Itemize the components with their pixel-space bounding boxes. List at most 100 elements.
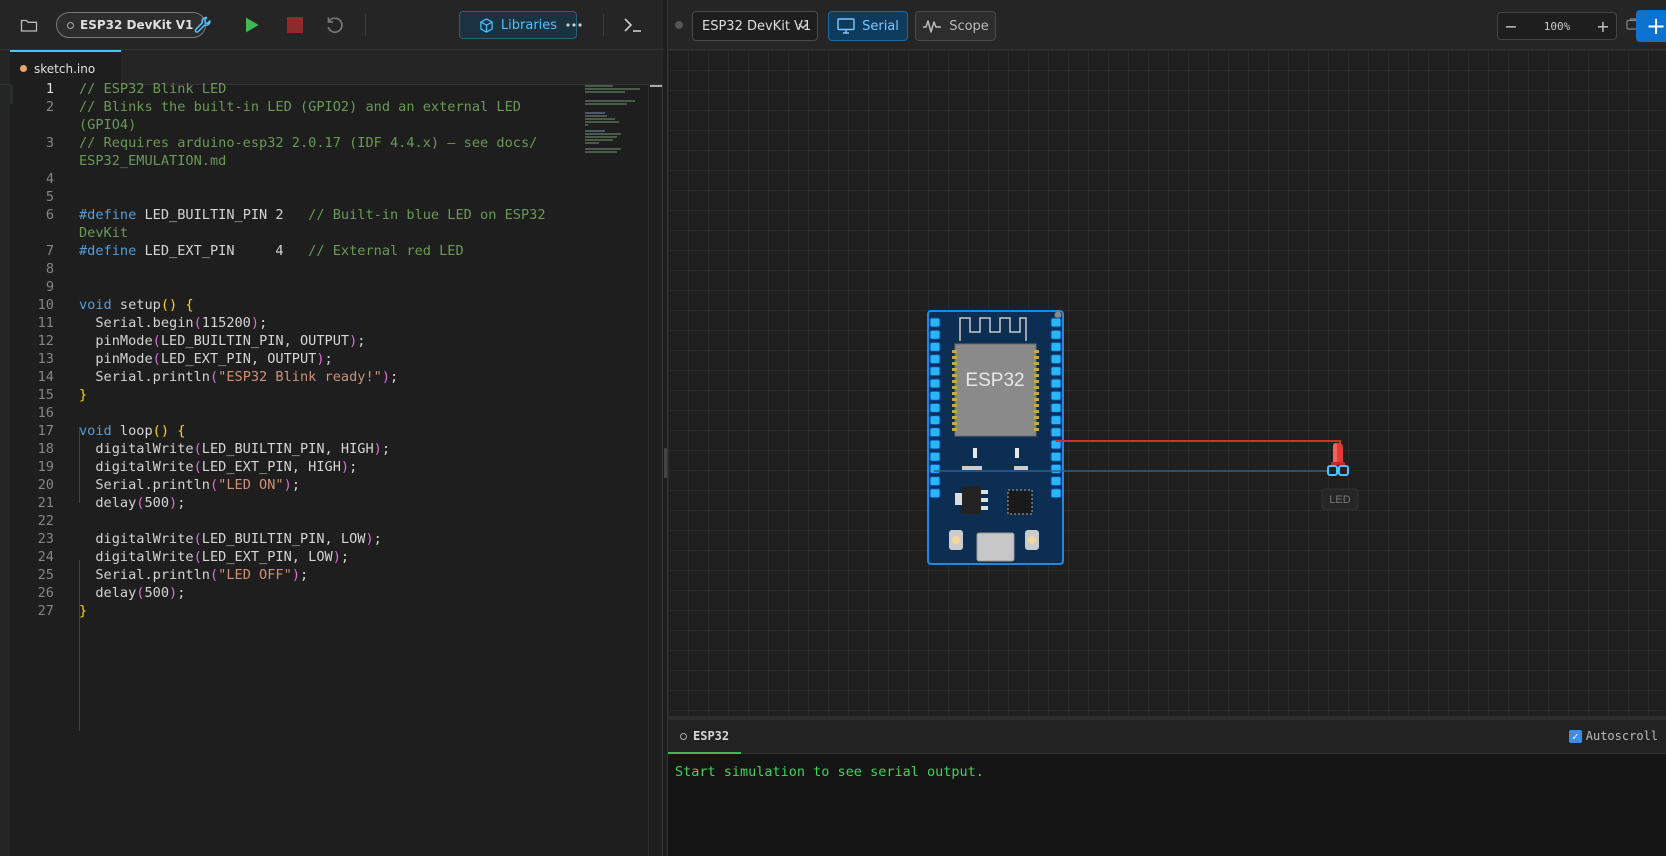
open-folder-button[interactable] <box>14 10 44 40</box>
code-text: delay(500); <box>79 585 186 601</box>
chevron-down-icon <box>798 23 808 30</box>
waveform-icon <box>923 20 942 33</box>
boot-button[interactable] <box>949 530 963 550</box>
header-pin-right[interactable] <box>1050 476 1062 487</box>
code-text: Serial.println("LED OFF"); <box>79 567 309 583</box>
header-pin-left[interactable] <box>929 439 941 450</box>
code-text: delay(500); <box>79 495 186 511</box>
usb-uart-chip <box>1007 489 1033 515</box>
header-pin-right[interactable] <box>1050 488 1062 499</box>
code-text: digitalWrite(LED_BUILTIN_PIN, LOW); <box>79 531 382 547</box>
board-selector-pill[interactable]: ESP32 DevKit V1 <box>56 12 206 38</box>
module-pad <box>1034 404 1039 407</box>
header-pin-left[interactable] <box>929 427 941 438</box>
header-pin-right[interactable] <box>1050 463 1062 474</box>
autoscroll-toggle[interactable]: ✓ Autoscroll <box>1568 729 1658 743</box>
line-number: 13 <box>37 351 54 367</box>
line-number: 2 <box>45 99 54 115</box>
stop-button[interactable] <box>280 10 310 40</box>
editor-scroll-thumb[interactable] <box>650 85 662 87</box>
header-pin-left[interactable] <box>929 451 941 462</box>
play-icon <box>246 17 259 33</box>
cursor-line-marker <box>10 85 13 104</box>
header-pin-right[interactable] <box>1050 390 1062 401</box>
header-pin-right[interactable] <box>1050 402 1062 413</box>
line-number: 16 <box>37 405 54 421</box>
serial-label: Serial <box>862 18 899 34</box>
header-pin-left[interactable] <box>929 488 941 499</box>
header-pin-left[interactable] <box>929 329 941 340</box>
module-pads <box>952 350 1039 431</box>
module-pad <box>952 380 957 383</box>
zoom-out-button[interactable]: − <box>1504 16 1518 36</box>
header-pin-left[interactable] <box>929 341 941 352</box>
autoscroll-checkbox[interactable]: ✓ <box>1568 729 1582 743</box>
code-minimap[interactable] <box>585 85 645 155</box>
header-pin-left[interactable] <box>929 366 941 377</box>
module-pad <box>1034 386 1039 389</box>
line-number: 26 <box>37 585 54 601</box>
header-pin-right[interactable] <box>1050 378 1062 389</box>
module-pad <box>1034 410 1039 413</box>
pane-splitter[interactable] <box>663 0 668 856</box>
header-pin-left[interactable] <box>929 390 941 401</box>
header-pin-left[interactable] <box>929 378 941 389</box>
run-button[interactable] <box>237 10 267 40</box>
header-pin-left[interactable] <box>929 354 941 365</box>
header-pin-right[interactable] <box>1050 354 1062 365</box>
en-button[interactable] <box>1025 530 1039 550</box>
header-pin-left[interactable] <box>929 402 941 413</box>
code-text: pinMode(LED_BUILTIN_PIN, OUTPUT); <box>79 333 366 349</box>
terminal-icon <box>624 18 641 32</box>
red-led-component[interactable]: LED <box>1321 443 1359 510</box>
editor-scrollbar[interactable] <box>648 85 662 856</box>
line-number: 19 <box>37 459 54 475</box>
serial-tab-esp32[interactable]: ESP32 <box>668 720 741 754</box>
code-text: void loop() { <box>79 423 186 439</box>
line-number: 15 <box>37 387 54 403</box>
header-pin-left[interactable] <box>929 463 941 474</box>
serial-monitor-button[interactable]: Serial <box>828 11 908 41</box>
esp32-devkit-board[interactable]: ESP32 <box>927 310 1064 565</box>
toggle-serial-terminal-button[interactable] <box>618 10 648 40</box>
add-component-button[interactable]: + <box>1636 10 1666 42</box>
editor-gutter <box>0 85 10 856</box>
code-text: (GPIO4) <box>79 117 137 133</box>
module-pad <box>952 362 957 365</box>
module-pad <box>1034 368 1039 371</box>
header-pin-right[interactable] <box>1050 451 1062 462</box>
code-text: pinMode(LED_EXT_PIN, OUTPUT); <box>79 351 333 367</box>
header-pin-right[interactable] <box>1050 317 1062 328</box>
header-pin-right[interactable] <box>1050 341 1062 352</box>
serial-status-dot <box>680 732 687 740</box>
code-text: } <box>79 387 88 403</box>
zoom-in-button[interactable]: + <box>1596 16 1610 36</box>
more-options-button[interactable] <box>559 10 589 40</box>
reset-button[interactable] <box>320 10 350 40</box>
oscilloscope-button[interactable]: Scope <box>915 11 996 41</box>
led-label: LED <box>1329 494 1350 506</box>
libraries-button[interactable]: Libraries <box>459 11 577 39</box>
header-pin-right[interactable] <box>1050 415 1062 426</box>
board-select[interactable]: ESP32 DevKit V1 <box>692 11 818 41</box>
editor-pane: ESP32 DevKit V1 Libraries sketch.in <box>0 0 663 856</box>
splitter-grip[interactable] <box>664 448 667 478</box>
code-text: void setup() { <box>79 297 194 313</box>
tab-sketch-ino[interactable]: sketch.ino <box>10 50 121 85</box>
module-pad <box>952 398 957 401</box>
header-pin-right[interactable] <box>1050 366 1062 377</box>
wire-gpio4-to-led[interactable] <box>1056 440 1341 462</box>
header-pin-right[interactable] <box>1050 329 1062 340</box>
module-pad <box>952 392 957 395</box>
line-number: 21 <box>37 495 54 511</box>
pcb-antenna <box>959 317 1027 341</box>
circuit-canvas[interactable]: ESP32 <box>668 50 1666 716</box>
header-pin-left[interactable] <box>929 317 941 328</box>
module-pad <box>1034 380 1039 383</box>
code-text: // Blinks the built-in LED (GPIO2) and a… <box>79 99 521 115</box>
compile-button[interactable] <box>188 10 218 40</box>
header-pin-left[interactable] <box>929 476 941 487</box>
header-pin-right[interactable] <box>1050 427 1062 438</box>
header-pin-left[interactable] <box>929 415 941 426</box>
